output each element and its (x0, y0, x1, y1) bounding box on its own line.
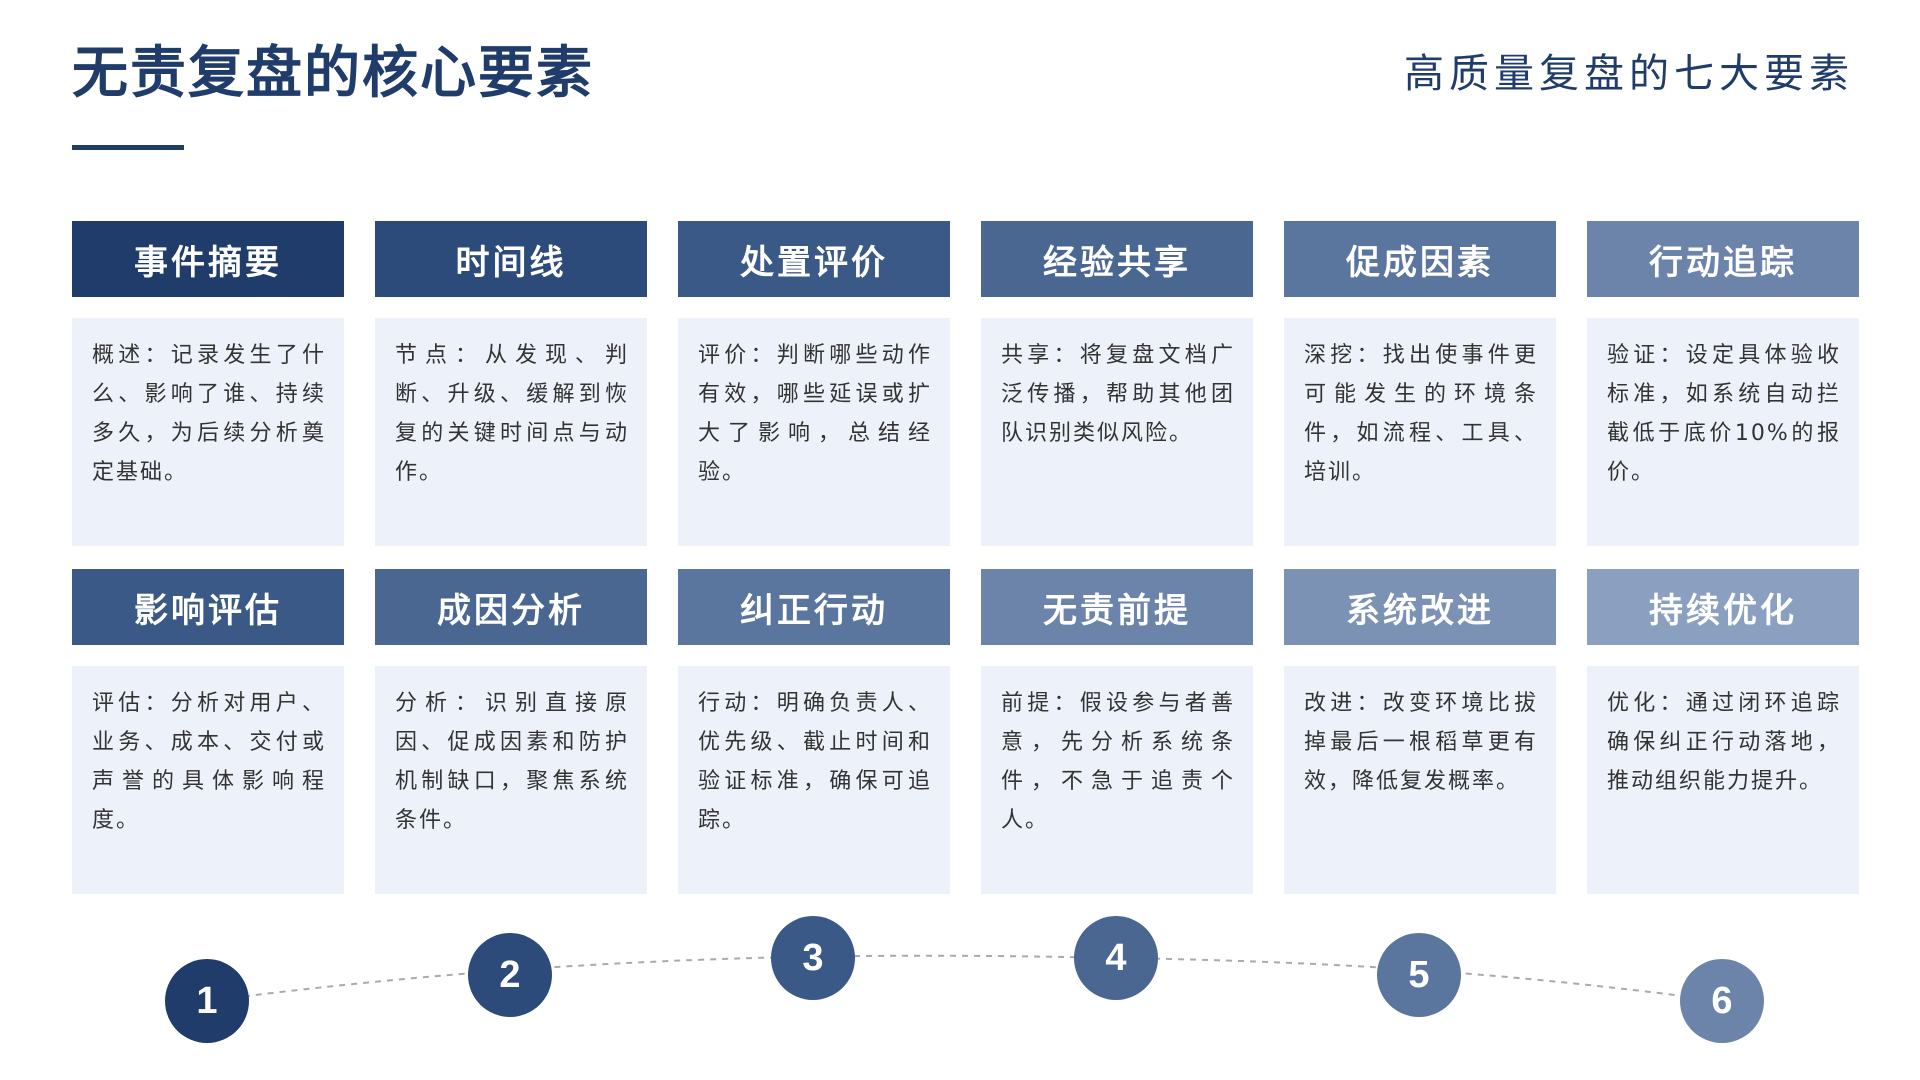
card-body-corrective-action: 行动：明确负责人、优先级、截止时间和验证标准，确保可追踪。 (678, 666, 950, 894)
card-header-timeline: 时间线 (375, 221, 647, 297)
step-circle-3: 3 (771, 916, 855, 1000)
card-body-contributing-factors: 深挖：找出使事件更可能发生的环境条件，如流程、工具、培训。 (1284, 318, 1556, 546)
card-body-blameless-premise: 前提：假设参与者善意，先分析系统条件，不急于追责个人。 (981, 666, 1253, 894)
card-body-event-summary: 概述：记录发生了什么、影响了谁、持续多久，为后续分析奠定基础。 (72, 318, 344, 546)
card-body-continuous-optimization: 优化：通过闭环追踪确保纠正行动落地，推动组织能力提升。 (1587, 666, 1859, 894)
card-header-contributing-factors: 促成因素 (1284, 221, 1556, 297)
card-body-action-tracking: 验证：设定具体验收标准，如系统自动拦截低于底价10%的报价。 (1587, 318, 1859, 546)
card-header-action-tracking: 行动追踪 (1587, 221, 1859, 297)
card-header-cause-analysis: 成因分析 (375, 569, 647, 645)
card-header-blameless-premise: 无责前提 (981, 569, 1253, 645)
step-circle-1: 1 (165, 959, 249, 1043)
card-header-system-improvement: 系统改进 (1284, 569, 1556, 645)
title-underline (72, 145, 184, 150)
card-header-response-evaluation: 处置评价 (678, 221, 950, 297)
step-circle-5: 5 (1377, 933, 1461, 1017)
page-title: 无责复盘的核心要素 (72, 41, 594, 106)
step-circle-4: 4 (1074, 916, 1158, 1000)
card-body-timeline: 节点：从发现、判断、升级、缓解到恢复的关键时间点与动作。 (375, 318, 647, 546)
card-header-corrective-action: 纠正行动 (678, 569, 950, 645)
card-header-experience-sharing: 经验共享 (981, 221, 1253, 297)
card-header-continuous-optimization: 持续优化 (1587, 569, 1859, 645)
card-body-experience-sharing: 共享：将复盘文档广泛传播，帮助其他团队识别类似风险。 (981, 318, 1253, 546)
step-circle-2: 2 (468, 933, 552, 1017)
card-body-system-improvement: 改进：改变环境比拔掉最后一根稻草更有效，降低复发概率。 (1284, 666, 1556, 894)
step-circle-6: 6 (1680, 959, 1764, 1043)
card-header-event-summary: 事件摘要 (72, 221, 344, 297)
timeline-dashed-line (207, 954, 1723, 1002)
card-body-impact-assessment: 评估：分析对用户、业务、成本、交付或声誉的具体影响程度。 (72, 666, 344, 894)
card-header-impact-assessment: 影响评估 (72, 569, 344, 645)
card-body-cause-analysis: 分析：识别直接原因、促成因素和防护机制缺口，聚焦系统条件。 (375, 666, 647, 894)
card-body-response-evaluation: 评价：判断哪些动作有效，哪些延误或扩大了影响，总结经验。 (678, 318, 950, 546)
page-subtitle: 高质量复盘的七大要素 (1404, 51, 1854, 97)
